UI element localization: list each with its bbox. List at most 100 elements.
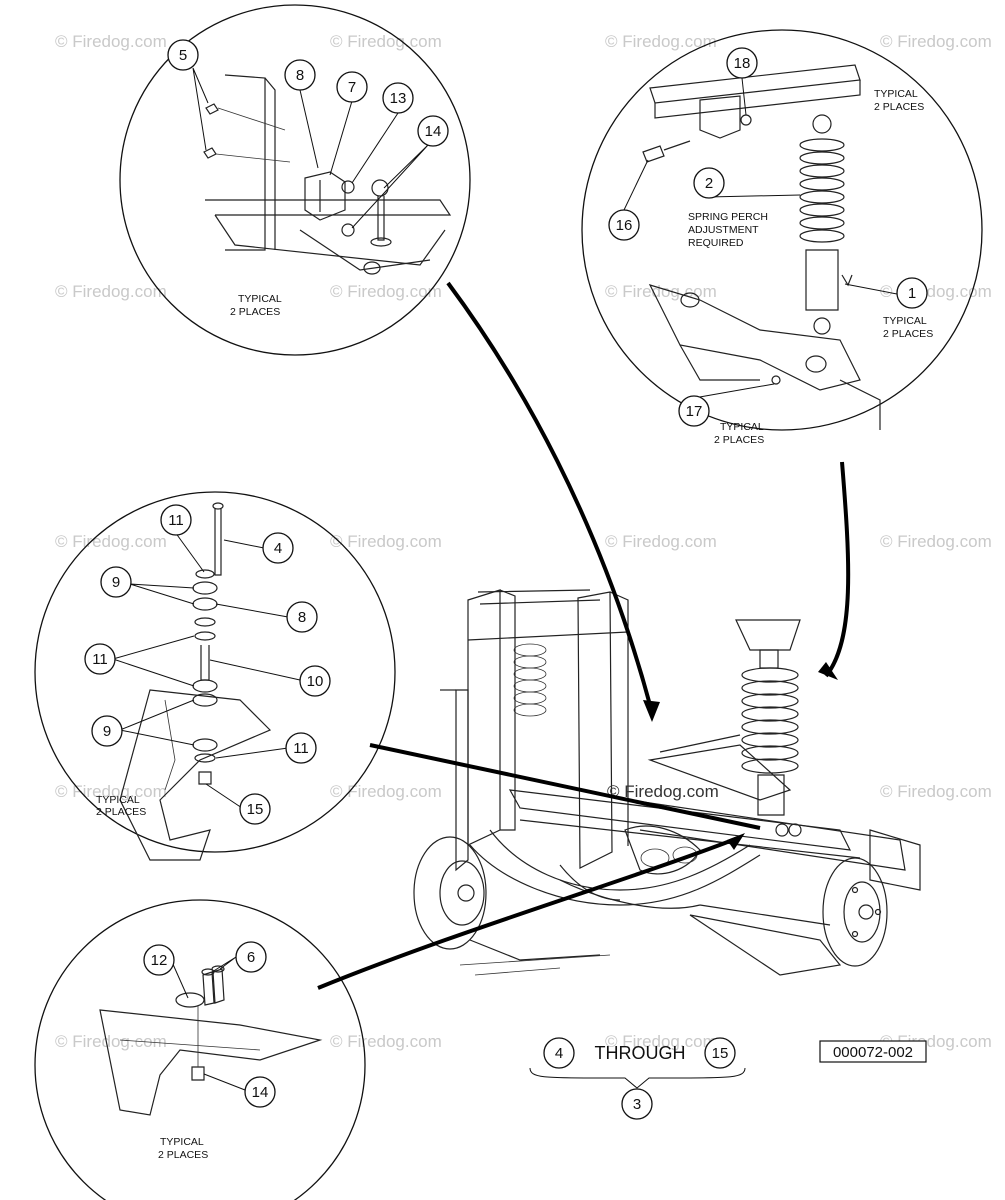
svg-text:8: 8 [298,609,306,626]
callout-18: 18 [726,47,758,79]
connector-lines [317,281,851,990]
svg-text:10: 10 [307,673,324,690]
callout-16: 16 [608,209,640,241]
detail-stabilizer-mount [119,4,471,356]
watermark: © Firedog.com [607,782,719,801]
front-suspension-assembly [413,589,921,976]
watermark: © Firedog.com [55,32,167,51]
watermark: © Firedog.com [605,1032,717,1051]
callout-11: 11 [160,504,192,536]
callout-11: 11 [84,643,116,675]
svg-text:9: 9 [112,574,120,591]
svg-text:5: 5 [179,47,187,64]
detail-link-stack [34,491,396,861]
note-typical-top-left: TYPICAL 2 PLACES [230,293,282,318]
svg-text:15: 15 [247,801,264,818]
watermark: © Firedog.com [55,532,167,551]
svg-text:2 PLACES: 2 PLACES [158,1149,208,1161]
callout-8: 8 [286,601,318,633]
detail-plate-mount [34,899,366,1200]
callout-4: 4 [543,1037,575,1069]
svg-text:18: 18 [734,55,751,72]
callout-10: 10 [299,665,331,697]
watermark: © Firedog.com [55,782,167,801]
svg-text:11: 11 [293,740,309,757]
svg-text:4: 4 [274,540,282,557]
callout-17: 17 [678,395,710,427]
callout-13: 13 [382,82,414,114]
callout-15: 15 [704,1037,736,1069]
callout-3: 3 [621,1088,653,1120]
callout-9: 9 [91,715,123,747]
note-typical-bottom-left: TYPICAL 2 PLACES [158,1136,208,1161]
note-typical-top-right: TYPICAL 2 PLACES [874,88,924,113]
callout-7: 7 [336,71,368,103]
svg-text:7: 7 [348,79,356,96]
callout-14: 14 [417,115,449,147]
callout-11: 11 [285,732,317,764]
svg-text:11: 11 [168,512,184,529]
svg-text:3: 3 [633,1096,641,1113]
svg-text:9: 9 [103,723,111,740]
svg-text:REQUIRED: REQUIRED [688,237,744,249]
note-typical-shock-lower: TYPICAL 2 PLACES [883,315,933,340]
svg-text:TYPICAL: TYPICAL [883,315,927,327]
watermark: © Firedog.com [880,32,992,51]
svg-text:TYPICAL: TYPICAL [238,293,282,305]
svg-text:000072-002: 000072-002 [833,1044,913,1061]
svg-text:16: 16 [616,217,633,234]
callout-14: 14 [244,1076,276,1108]
svg-text:2 PLACES: 2 PLACES [883,328,933,340]
note-typical-middle-left: TYPICAL 2 PLACES [96,794,146,818]
watermark: © Firedog.com [330,282,442,301]
svg-text:2 PLACES: 2 PLACES [96,806,146,818]
watermark: © Firedog.com [330,1032,442,1051]
svg-text:15: 15 [712,1045,729,1062]
svg-text:13: 13 [390,90,407,107]
svg-text:2 PLACES: 2 PLACES [714,434,764,446]
callout-2: 2 [693,167,725,199]
watermark: © Firedog.com [605,532,717,551]
svg-text:4: 4 [555,1045,563,1062]
svg-text:TYPICAL: TYPICAL [160,1136,204,1148]
watermark: © Firedog.com [330,782,442,801]
watermark: © Firedog.com [55,282,167,301]
watermark: © Firedog.com [880,782,992,801]
leader-lines [112,67,898,1091]
figure-number: 000072-002 [819,1040,927,1063]
svg-text:14: 14 [425,123,442,140]
svg-text:2: 2 [705,175,713,192]
callout-15: 15 [239,793,271,825]
svg-text:TYPICAL: TYPICAL [96,794,140,806]
note-typical-17: TYPICAL 2 PLACES [714,421,764,446]
callout-8: 8 [284,59,316,91]
watermark: © Firedog.com [330,32,442,51]
watermark: © Firedog.com [605,32,717,51]
svg-text:1: 1 [908,285,916,302]
svg-text:TYPICAL: TYPICAL [874,88,918,100]
callout-5: 5 [167,39,199,71]
svg-text:14: 14 [252,1084,269,1101]
svg-text:ADJUSTMENT: ADJUSTMENT [688,224,759,236]
svg-text:2 PLACES: 2 PLACES [874,101,924,113]
watermark: © Firedog.com [880,532,992,551]
svg-text:8: 8 [296,67,304,84]
svg-text:TYPICAL: TYPICAL [720,421,764,433]
callout-6: 6 [235,941,267,973]
watermark-layer: © Firedog.com © Firedog.com © Firedog.co… [55,32,992,1051]
watermark: © Firedog.com [55,1032,167,1051]
callout-1: 1 [896,277,928,309]
svg-text:SPRING PERCH: SPRING PERCH [688,211,768,223]
callout-9: 9 [100,566,132,598]
callout-4: 4 [262,532,294,564]
svg-text:12: 12 [151,952,168,969]
detail-shock-mount [581,29,983,431]
through-label: THROUGH [595,1043,686,1063]
note-spring-perch: SPRING PERCH ADJUSTMENT REQUIRED [688,211,768,249]
svg-text:11: 11 [92,651,108,668]
watermark: © Firedog.com [605,282,717,301]
svg-text:2 PLACES: 2 PLACES [230,306,280,318]
callout-12: 12 [143,944,175,976]
svg-text:17: 17 [686,403,703,420]
